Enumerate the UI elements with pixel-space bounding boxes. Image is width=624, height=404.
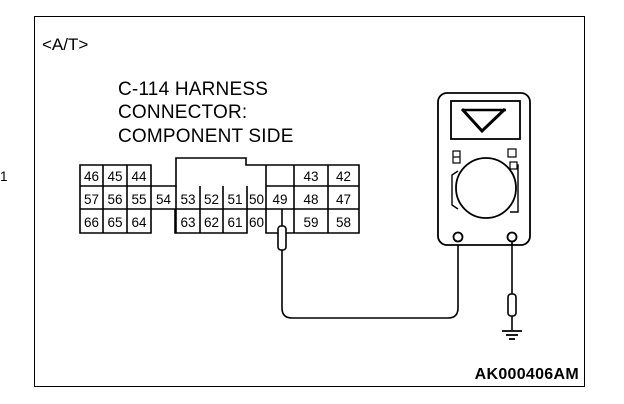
pin-label-46: 46: [84, 169, 99, 184]
pin-label-42: 42: [336, 169, 351, 184]
pin-label-66: 66: [84, 215, 99, 230]
indicator-square-icon: [509, 161, 518, 170]
pin-label-48: 48: [303, 192, 318, 207]
pin-label-44: 44: [131, 169, 147, 184]
pin-label-58: 58: [336, 215, 351, 230]
figure-code: AK000406AM: [474, 366, 579, 383]
pin-label-49: 49: [272, 192, 287, 207]
multimeter-dial: [455, 157, 517, 219]
dial-range-arc: [451, 170, 459, 210]
pin-label-41: 41: [0, 169, 8, 184]
pin-label-53: 53: [180, 192, 195, 207]
pin-labels: 46 45 44 43 42 41 57 56 55 54 53 52 51 50 49 48 47 66 65 64…: [0, 169, 351, 230]
pin-label-55: 55: [131, 192, 146, 207]
pin-label-54: 54: [156, 192, 172, 207]
harness-connector: [79, 157, 360, 234]
pin-label-52: 52: [204, 192, 219, 207]
multimeter-display: [450, 100, 521, 140]
pin-label-64: 64: [131, 215, 147, 230]
ground-probe: [507, 241, 517, 330]
connector-title-line-1: C-114 HARNESS: [118, 79, 269, 100]
figure-frame: [34, 16, 585, 387]
pin-label-61: 61: [227, 215, 242, 230]
pin-label-62: 62: [204, 215, 219, 230]
ground-icon: [502, 330, 522, 340]
pin-label-63: 63: [180, 215, 195, 230]
indicator-square-icon: [507, 148, 517, 158]
connector-title-line-2: CONNECTOR:: [118, 102, 248, 123]
connector-title-line-3: COMPONENT SIDE: [118, 126, 294, 147]
test-probe: [277, 209, 287, 251]
pin-label-59: 59: [303, 215, 318, 230]
pin-label-57: 57: [84, 192, 99, 207]
voltmeter-icon: [460, 107, 507, 134]
pin-label-51: 51: [227, 192, 242, 207]
pin-label-47: 47: [336, 192, 351, 207]
probe-jack-left: [452, 231, 464, 243]
pin-label-56: 56: [107, 192, 122, 207]
pin-label-45: 45: [107, 169, 122, 184]
probe-jack-right: [506, 231, 518, 243]
pin-label-60: 60: [249, 215, 264, 230]
probe-lead-wire: [281, 237, 459, 319]
pin-label-65: 65: [107, 215, 122, 230]
pin-label-50: 50: [249, 192, 264, 207]
pin-label-43: 43: [303, 169, 318, 184]
multimeter: [437, 92, 531, 246]
transmission-variant-label: <A/T>: [42, 35, 89, 54]
